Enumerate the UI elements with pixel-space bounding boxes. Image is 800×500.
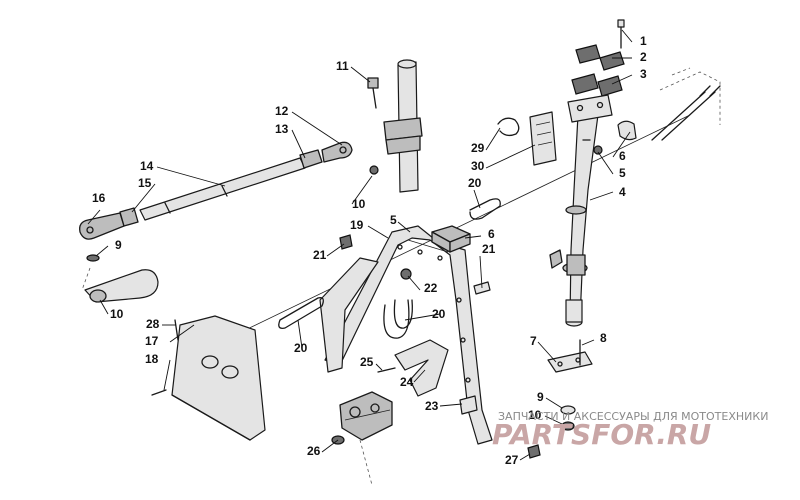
callout-23: 23 xyxy=(425,399,439,413)
handlebar-clamp xyxy=(567,44,625,123)
callout-20: 20 xyxy=(294,341,308,355)
callout-21: 21 xyxy=(482,242,496,256)
callout-24: 24 xyxy=(400,375,414,389)
long-bolts-right xyxy=(651,85,721,141)
callout-28: 28 xyxy=(146,317,160,331)
fitting-21-left xyxy=(339,234,353,250)
callout-25: 25 xyxy=(360,355,374,369)
frame-tube xyxy=(383,59,423,193)
watermark-caption: ЗАПЧАСТИ И АКСЕССУАРЫ ДЛЯ МОТОТЕХНИКИ xyxy=(498,410,768,423)
callout-2: 2 xyxy=(640,50,647,64)
arm-bracket xyxy=(319,257,379,373)
chassis-frame-outline xyxy=(659,67,721,125)
screw-18 xyxy=(151,389,167,396)
callout-6: 6 xyxy=(488,227,495,241)
plate-7 xyxy=(547,351,593,373)
rod-end-12 xyxy=(321,141,353,163)
leader-lines xyxy=(87,29,633,461)
callout-14: 14 xyxy=(140,159,154,173)
callout-30: 30 xyxy=(471,159,485,173)
watermark: ЗАПЧАСТИ И АКСЕССУАРЫ ДЛЯ МОТОТЕХНИКИ PA… xyxy=(492,410,768,451)
callout-3: 3 xyxy=(640,67,647,81)
callout-9: 9 xyxy=(537,390,544,404)
u-bolt-20-left xyxy=(278,297,324,329)
callout-4: 4 xyxy=(619,185,626,199)
nut-5-right xyxy=(593,145,603,155)
callout-20: 20 xyxy=(432,307,446,321)
callout-11: 11 xyxy=(336,59,349,73)
callout-12: 12 xyxy=(275,104,289,118)
callout-5: 5 xyxy=(390,213,397,227)
callout-10: 10 xyxy=(352,197,366,211)
axis-line xyxy=(234,114,691,336)
callout-13: 13 xyxy=(275,122,289,136)
bolt-25 xyxy=(377,367,396,373)
callout-10: 10 xyxy=(528,408,542,422)
rod-end-16 xyxy=(79,207,139,240)
callout-9: 9 xyxy=(115,238,122,252)
callout-8: 8 xyxy=(600,331,607,345)
callout-22: 22 xyxy=(424,281,438,295)
callout-6: 6 xyxy=(619,149,626,163)
callout-15: 15 xyxy=(138,176,152,190)
callout-16: 16 xyxy=(92,191,106,205)
hydraulic-unit xyxy=(331,391,393,486)
callout-17: 17 xyxy=(145,334,159,348)
clip-right xyxy=(617,120,637,141)
washer-9-right xyxy=(560,405,576,415)
fitting-23 xyxy=(459,395,478,415)
callout-27: 27 xyxy=(505,453,519,467)
callout-20: 20 xyxy=(468,176,482,190)
u-bolt-20-middle xyxy=(383,299,413,339)
pad-30 xyxy=(529,111,557,166)
seal-ring-29 xyxy=(497,117,520,137)
callout-19: 19 xyxy=(350,218,364,232)
steering-post xyxy=(549,114,599,327)
shield-plate-17 xyxy=(171,315,266,441)
bolt-1 xyxy=(617,19,625,49)
callout-29: 29 xyxy=(471,141,485,155)
callout-18: 18 xyxy=(145,352,159,366)
nut-10-right xyxy=(561,421,575,431)
support-frame-19 xyxy=(324,225,493,445)
tie-rod-14 xyxy=(139,149,323,221)
bolt-11 xyxy=(367,77,379,109)
bracket-24 xyxy=(394,339,449,397)
callout-1: 1 xyxy=(640,34,647,48)
callout-5: 5 xyxy=(619,166,626,180)
callout-26: 26 xyxy=(307,444,321,458)
clamp-6-center xyxy=(431,225,471,253)
callout-7: 7 xyxy=(530,334,537,348)
nut-10-center xyxy=(369,165,379,175)
pitman-arm xyxy=(81,254,159,303)
callout-21: 21 xyxy=(313,248,327,262)
callout-10: 10 xyxy=(110,307,124,321)
watermark-brand: PARTSFOR.RU xyxy=(492,418,711,451)
u-bolt-20-upper xyxy=(469,198,501,220)
